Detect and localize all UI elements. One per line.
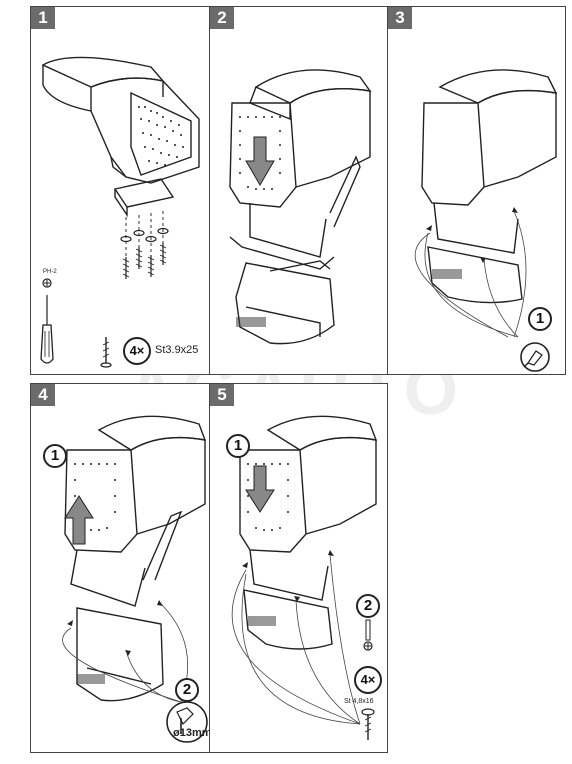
- step-marker-1: 1: [226, 434, 250, 458]
- step-marker: 1: [528, 307, 552, 331]
- panel-step-2: 2: [209, 6, 388, 375]
- screw-spec-label: St3.9x25: [155, 344, 199, 356]
- screw-spec-label: St 4,8x16: [344, 698, 374, 705]
- panel-number: 1: [31, 7, 55, 29]
- armrest-lift-drawing: [62, 415, 208, 743]
- panel-number: 5: [210, 384, 234, 406]
- armrest-underside-drawing: [40, 56, 200, 368]
- step-marker-2: 2: [175, 678, 199, 702]
- panel-number: 2: [210, 7, 234, 29]
- panel-step-3: 3 1: [387, 6, 566, 375]
- panel-step-1: 1: [30, 6, 210, 375]
- panel-step-5: 5: [209, 383, 388, 753]
- screw-count-badge: 4×: [354, 666, 382, 694]
- panel-number: 4: [31, 384, 55, 406]
- tool-type-label: PH-2: [43, 269, 57, 275]
- armrest-final-fastening-drawing: [231, 415, 378, 740]
- armrest-fastening-drawing: [414, 69, 558, 372]
- screw-count-badge: 4×: [123, 337, 151, 365]
- armrest-slide-down-drawing: [229, 69, 372, 345]
- step-marker-2: 2: [356, 594, 380, 618]
- panel-number: 3: [388, 7, 412, 29]
- step-marker-1: 1: [43, 444, 67, 468]
- drill-size-label: ø13mm: [173, 727, 210, 739]
- panel-step-4: 4: [30, 383, 210, 753]
